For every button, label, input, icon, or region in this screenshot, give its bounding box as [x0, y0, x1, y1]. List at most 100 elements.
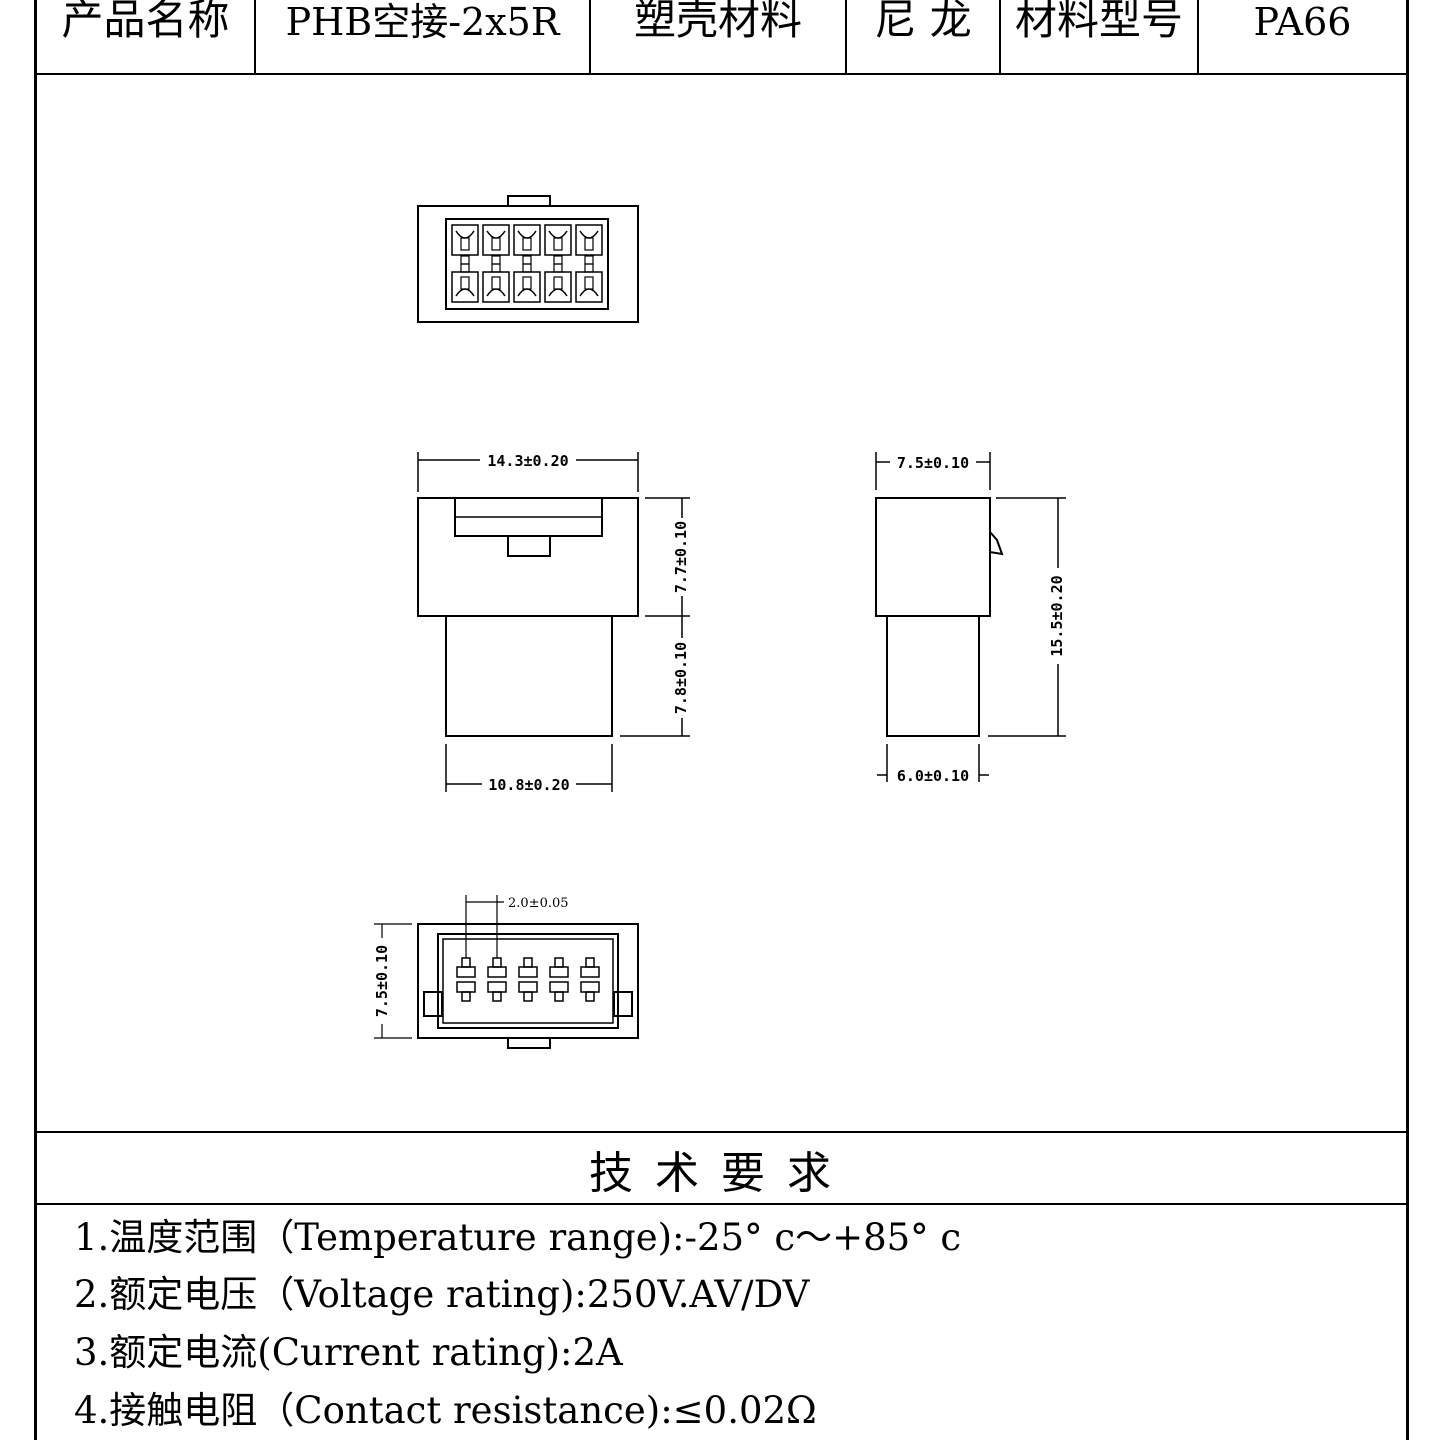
pin-lower [518, 981, 538, 993]
side-view [875, 497, 1004, 737]
dim-front-lower-width: 10.8±0.20 [488, 776, 569, 794]
material-model-label: 材料型号 [1014, 0, 1183, 44]
front-view-lower-body [445, 615, 613, 737]
terminal-cavity-upper [575, 224, 603, 256]
terminal-cavity-upper [513, 224, 541, 256]
product-name-value: PHB空接-2x5R [285, 0, 560, 44]
bottom-view [417, 923, 639, 1049]
product-name-label: 产品名称 [61, 0, 230, 44]
frame-border-left [34, 0, 37, 1440]
bottom-view-left-lug [423, 991, 443, 1017]
front-view-latch-tab [507, 535, 551, 557]
terminal-contact-lower [548, 288, 568, 297]
terminal-contact-upper [486, 230, 506, 239]
top-view-terminals [451, 224, 603, 303]
terminal-contact-upper [548, 230, 568, 239]
terminal-contact-upper [517, 230, 537, 239]
terminal-tongue-upper [522, 237, 532, 251]
frame-border-right [1406, 0, 1409, 1440]
pin-lower-stem [461, 991, 471, 1002]
top-view [417, 195, 639, 323]
material-model-value: PA66 [1253, 0, 1352, 44]
pin-upper [518, 966, 538, 978]
spec-contact-resistance: 4.接触电阻（Contact resistance):≤0.02Ω [74, 1389, 817, 1432]
terminal-cavity-upper [544, 224, 572, 256]
terminal-contact-upper [579, 230, 599, 239]
bottom-view-dimensions [374, 895, 504, 1039]
pin-upper [549, 966, 569, 978]
dim-bottom-height: 7.5±0.10 [373, 945, 391, 1017]
bottom-view-flange [437, 933, 619, 1029]
side-view-housing [875, 497, 991, 617]
header-cell-divider [999, 0, 1001, 74]
dim-front-lower-height: 7.8±0.10 [672, 642, 690, 714]
spec-current-rating: 3.额定电流(Current rating):2A [74, 1331, 623, 1374]
terminal-tongue-lower [491, 276, 501, 290]
top-view-outline [417, 205, 639, 323]
terminal-latch-upper [553, 255, 563, 265]
terminal-tongue-lower [460, 276, 470, 290]
terminal-contact-lower [486, 288, 506, 297]
pin-upper-stem [554, 957, 564, 968]
bottom-view-pins [456, 957, 600, 1002]
pin-lower-stem [554, 991, 564, 1002]
dim-bottom-pitch: 2.0±0.05 [508, 896, 569, 911]
header-cell-divider [845, 0, 847, 74]
top-view-latch [507, 195, 551, 207]
pin-lower [580, 981, 600, 993]
terminal-contact-lower [517, 288, 537, 297]
pin-lower-stem [585, 991, 595, 1002]
terminal-contact-lower [579, 288, 599, 297]
side-view-dimensions [875, 452, 1066, 782]
terminal-latch-upper [584, 255, 594, 265]
front-view [417, 497, 639, 737]
terminal-contact-lower [455, 288, 475, 297]
pin-upper-stem [523, 957, 533, 968]
terminal-tongue-lower [584, 276, 594, 290]
front-view-dimensions [417, 452, 690, 792]
pin-upper [456, 966, 476, 978]
bottom-view-latch [507, 1037, 551, 1049]
technical-drawing: 14.3±0.20 7.7±0.10 7.8±0.10 10.8±0.20 7.… [373, 195, 1066, 1049]
bottom-view-right-lug [613, 991, 633, 1017]
terminal-latch-lower [584, 263, 594, 273]
terminal-tongue-lower [522, 276, 532, 290]
pin-lower [456, 981, 476, 993]
spec-temperature-range: 1.温度范围（Temperature range):-25° c～+85° c [74, 1216, 962, 1259]
pin-upper-stem [585, 957, 595, 968]
pin-lower [549, 981, 569, 993]
terminal-tongue-lower [553, 276, 563, 290]
requirements-title-divider [34, 1203, 1409, 1205]
terminal-tongue-upper [491, 237, 501, 251]
pin-lower-stem [523, 991, 533, 1002]
header-cell-divider [254, 0, 256, 74]
terminal-latch-lower [460, 263, 470, 273]
dim-side-top-width: 7.5±0.10 [897, 454, 969, 472]
dim-side-lower-width: 6.0±0.10 [897, 767, 969, 785]
pin-upper-stem [461, 957, 471, 968]
spec-voltage-rating: 2.额定电压（Voltage rating):250V.AV/DV [74, 1273, 810, 1316]
dim-side-total-height: 15.5±0.20 [1048, 575, 1066, 656]
header-cell-divider [589, 0, 591, 74]
terminal-tongue-upper [460, 237, 470, 251]
pin-upper [487, 966, 507, 978]
bottom-view-cavity [442, 938, 614, 1024]
terminal-latch-lower [491, 263, 501, 273]
shell-material-label: 塑壳材料 [633, 0, 802, 44]
requirements-top-divider [34, 1131, 1409, 1133]
terminal-latch-lower [522, 263, 532, 273]
terminal-cavity-upper [482, 224, 510, 256]
terminal-contact-upper [455, 230, 475, 239]
terminal-latch-upper [522, 255, 532, 265]
terminal-tongue-upper [553, 237, 563, 251]
dim-front-width: 14.3±0.20 [487, 452, 568, 470]
terminal-latch-lower [553, 263, 563, 273]
terminal-tongue-upper [584, 237, 594, 251]
terminal-cavity-upper [451, 224, 479, 256]
header-cell-divider [1197, 0, 1199, 74]
pin-lower [487, 981, 507, 993]
header-divider [34, 73, 1409, 75]
shell-material-value: 尼 龙 [874, 0, 972, 44]
pin-upper-stem [492, 957, 502, 968]
